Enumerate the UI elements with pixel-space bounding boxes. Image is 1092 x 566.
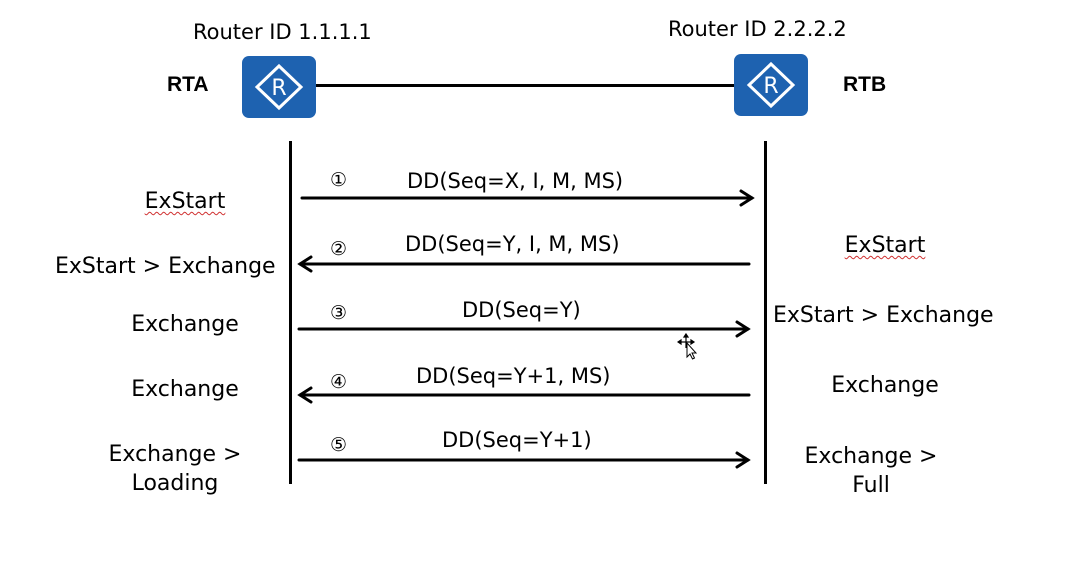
state-line-1: Exchange >: [804, 444, 938, 469]
message-4-label: DD(Seq=Y+1, MS): [416, 364, 611, 388]
message-2-label: DD(Seq=Y, I, M, MS): [405, 232, 620, 256]
rta-state-3: Exchange: [131, 312, 239, 337]
rtb-name: RTB: [843, 73, 887, 96]
state-line-2: Full: [852, 473, 890, 498]
rtb-state-1: ExStart: [785, 231, 985, 260]
rtb-timeline: [764, 141, 767, 484]
move-cursor-icon: [677, 333, 698, 360]
message-5-label: DD(Seq=Y+1): [442, 428, 592, 452]
message-3-label: DD(Seq=Y): [462, 298, 581, 322]
step-3-number: ③: [330, 302, 348, 324]
step-1-number: ①: [330, 169, 348, 191]
arrow-2: [297, 255, 751, 273]
rtb-state-3: Exchange: [831, 373, 939, 398]
step-4-number: ④: [330, 371, 348, 393]
link-line: [316, 84, 734, 87]
message-1-label: DD(Seq=X, I, M, MS): [407, 169, 624, 193]
rtb-router-icon: R: [734, 54, 808, 116]
arrow-5: [297, 451, 751, 469]
state-line-1: Exchange >: [108, 442, 242, 467]
arrow-1: [300, 189, 755, 207]
rta-router-id: Router ID 1.1.1.1: [193, 20, 372, 44]
rta-state-5: Exchange > Loading: [75, 440, 275, 498]
arrow-4: [297, 386, 751, 404]
rta-state-4: Exchange: [131, 377, 239, 402]
step-5-number: ⑤: [330, 434, 348, 456]
router-letter: R: [763, 74, 778, 99]
rta-name: RTA: [167, 73, 209, 96]
rta-timeline: [289, 141, 292, 484]
state-line-2: Loading: [131, 471, 219, 496]
state-text: ExStart: [844, 233, 926, 258]
state-text: ExStart: [144, 189, 226, 214]
step-2-number: ②: [330, 238, 348, 260]
router-letter: R: [271, 76, 286, 101]
rtb-state-2: ExStart > Exchange: [773, 303, 994, 328]
rta-router-icon: R: [242, 56, 316, 118]
rta-state-2: ExStart > Exchange: [55, 254, 276, 279]
rta-state-1: ExStart: [85, 187, 285, 216]
rtb-router-id: Router ID 2.2.2.2: [668, 17, 847, 41]
rtb-state-4: Exchange > Full: [771, 442, 971, 500]
arrow-3: [297, 320, 751, 338]
